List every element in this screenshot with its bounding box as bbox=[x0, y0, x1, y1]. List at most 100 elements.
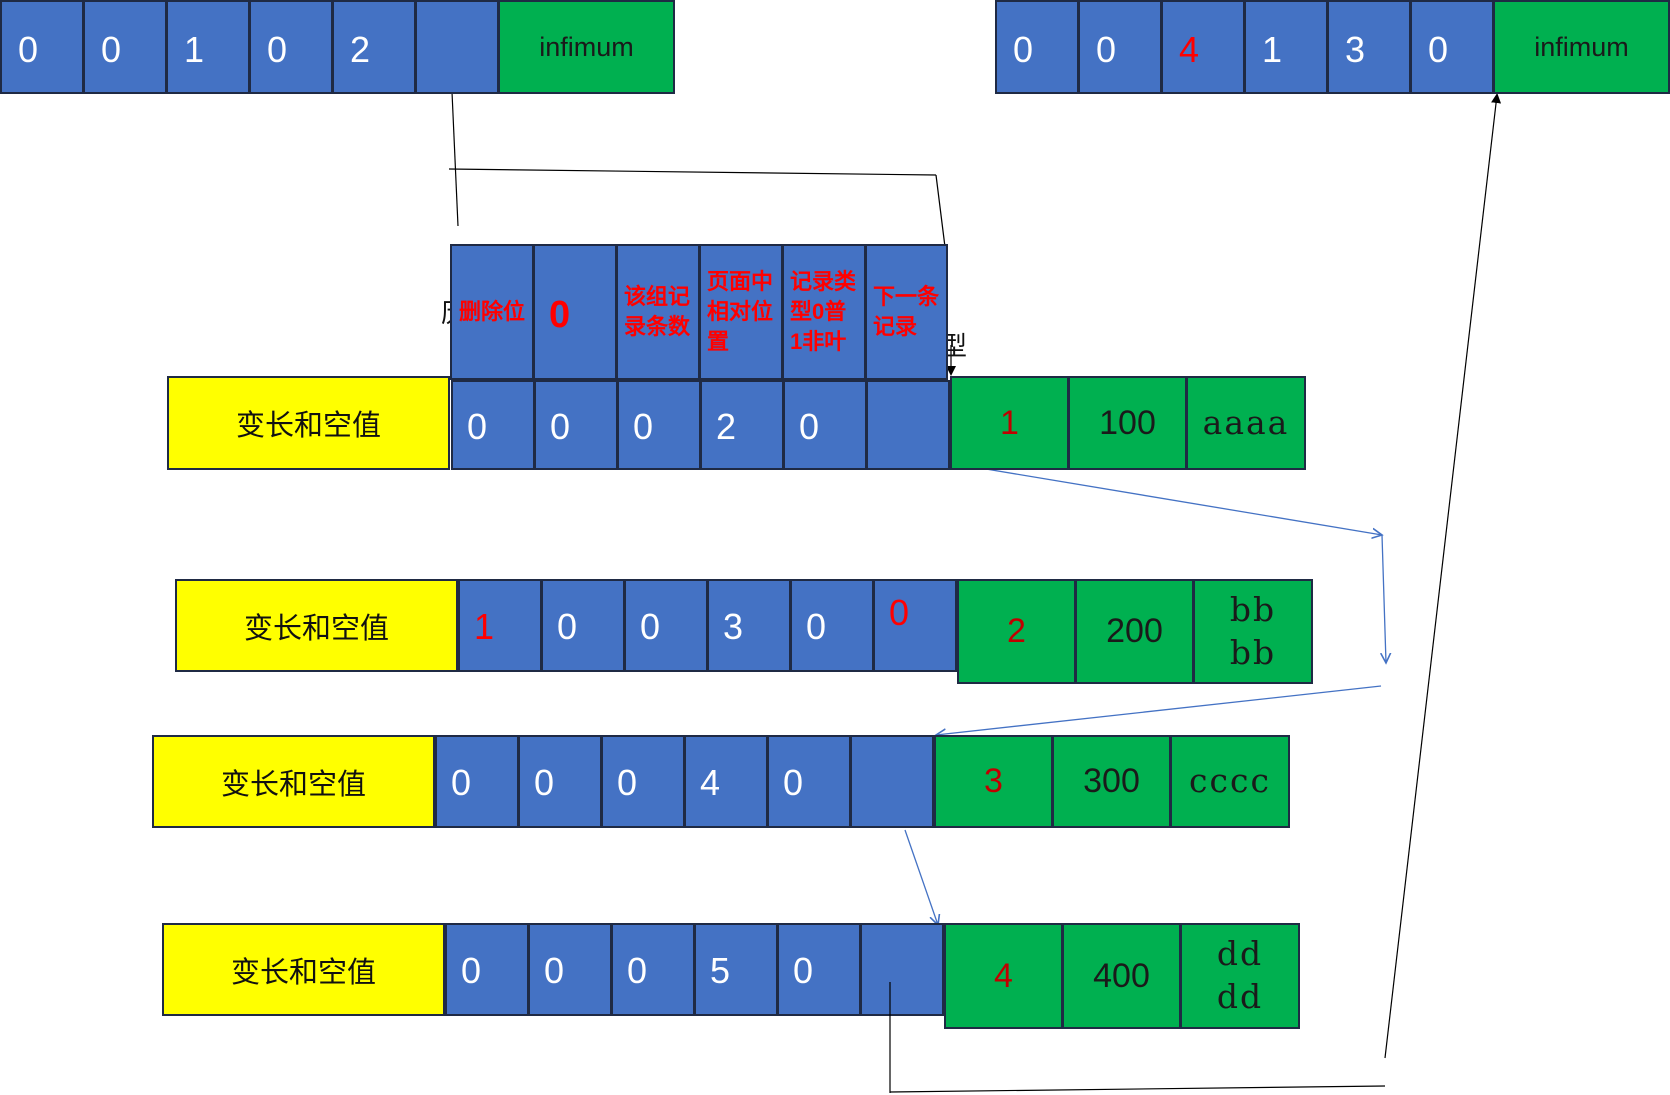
bracket-line-left bbox=[451, 91, 459, 227]
record-2-content: bbbb bbox=[1193, 579, 1313, 684]
record-3-cell-1-value: 0 bbox=[534, 762, 555, 803]
record-1-content: aaaa bbox=[1186, 376, 1306, 470]
header-group-count: 该组记录条数 bbox=[616, 244, 700, 380]
top-right-cell-3-value: 1 bbox=[1262, 29, 1283, 70]
record-2-number-value: 2 bbox=[1007, 612, 1026, 650]
record-3-cell-5 bbox=[850, 735, 934, 828]
record-2-cell-3-value: 3 bbox=[723, 606, 744, 647]
top-left-cell-3: 0 bbox=[249, 0, 333, 94]
record-1-cell-0-value: 0 bbox=[467, 406, 488, 447]
record-2-cell-2-value: 0 bbox=[640, 606, 661, 647]
record-4-cell-4: 0 bbox=[777, 923, 861, 1016]
record-4-cell-2-value: 0 bbox=[627, 950, 648, 991]
return-line-up bbox=[1384, 93, 1502, 1059]
record-1-number-value: 1 bbox=[1000, 403, 1019, 442]
record-4-cell-3: 5 bbox=[694, 923, 778, 1016]
record-3-number: 3 bbox=[934, 735, 1053, 828]
top-left-cell-1-value: 0 bbox=[101, 29, 122, 70]
header-zero-cell: 0 bbox=[533, 244, 617, 380]
record-1-id-value: 100 bbox=[1099, 403, 1156, 442]
record-1-id: 100 bbox=[1068, 376, 1187, 470]
record-2-cell-3: 3 bbox=[707, 579, 791, 672]
record-2-id: 200 bbox=[1075, 579, 1194, 684]
record-1-cell-2: 0 bbox=[617, 380, 701, 470]
header-delete-flag: 删除位 bbox=[450, 244, 534, 380]
record-1-cell-3-value: 2 bbox=[716, 406, 737, 447]
next-record-arrow-2 bbox=[1382, 534, 1386, 663]
top-left-cell-4: 2 bbox=[332, 0, 416, 94]
record-4-prefix: 变长和空值 bbox=[162, 923, 445, 1016]
top-right-cell-2-value: 4 bbox=[1179, 29, 1200, 70]
record-3-cell-4: 0 bbox=[767, 735, 851, 828]
header-zero-value: 0 bbox=[549, 294, 571, 336]
record-4-cell-5 bbox=[860, 923, 944, 1016]
record-2-cell-5-value: 0 bbox=[889, 592, 910, 633]
top-left-infimum: infimum bbox=[498, 0, 675, 94]
record-3-cell-2: 0 bbox=[601, 735, 685, 828]
record-1-cell-1: 0 bbox=[534, 380, 618, 470]
record-3-cell-2-value: 0 bbox=[617, 762, 638, 803]
header-next-record: 下一条记录 bbox=[865, 244, 948, 380]
header-heap-position: 页面中相对位置 bbox=[699, 244, 783, 380]
record-1-cell-3: 2 bbox=[700, 380, 784, 470]
record-2-prefix: 变长和空值 bbox=[175, 579, 458, 672]
top-left-cell-0: 0 bbox=[0, 0, 84, 94]
bracket-line-right bbox=[935, 174, 947, 256]
record-1-cell-0: 0 bbox=[451, 380, 535, 470]
top-right-cell-1: 0 bbox=[1078, 0, 1162, 94]
next-record-arrow-3 bbox=[936, 685, 1382, 735]
header-group-count-label: 该组记录条数 bbox=[624, 284, 691, 339]
record-1-prefix: 变长和空值 bbox=[167, 376, 450, 470]
top-right-infimum-label: infimum bbox=[1534, 31, 1629, 62]
record-3-cell-3-value: 4 bbox=[700, 762, 721, 803]
record-3-number-value: 3 bbox=[984, 762, 1003, 800]
record-1-number: 1 bbox=[950, 376, 1069, 470]
record-3-prefix-label: 变长和空值 bbox=[220, 768, 366, 801]
top-right-cell-4-value: 3 bbox=[1345, 29, 1366, 70]
record-3-id-value: 300 bbox=[1083, 762, 1140, 800]
record-1-cell-4: 0 bbox=[783, 380, 867, 470]
top-right-infimum: infimum bbox=[1493, 0, 1670, 94]
record-4-cell-0: 0 bbox=[445, 923, 529, 1016]
record-3-content: cccc bbox=[1170, 735, 1290, 828]
top-left-cell-3-value: 0 bbox=[267, 29, 288, 70]
top-right-cell-5: 0 bbox=[1410, 0, 1494, 94]
record-2-cell-4-value: 0 bbox=[806, 606, 827, 647]
record-4-cell-1: 0 bbox=[528, 923, 612, 1016]
record-2-cell-0: 1 bbox=[458, 579, 542, 672]
record-4-cell-4-value: 0 bbox=[793, 950, 814, 991]
top-left-cell-0-value: 0 bbox=[18, 29, 39, 70]
top-right-cell-1-value: 0 bbox=[1096, 29, 1117, 70]
record-1-cell-2-value: 0 bbox=[633, 406, 654, 447]
record-4-cell-0-value: 0 bbox=[461, 950, 482, 991]
record-1-cell-1-value: 0 bbox=[550, 406, 571, 447]
top-left-cell-4-value: 2 bbox=[350, 29, 371, 70]
top-right-cell-5-value: 0 bbox=[1428, 29, 1449, 70]
top-left-cell-5 bbox=[415, 0, 499, 94]
record-4-content: dddd bbox=[1180, 923, 1300, 1029]
bracket-line-top bbox=[448, 168, 937, 176]
next-record-arrow-4 bbox=[904, 829, 938, 925]
top-right-cell-2: 4 bbox=[1161, 0, 1245, 94]
record-1-content-value: aaaa bbox=[1202, 402, 1290, 442]
header-record-type: 记录类型0普1非叶 bbox=[782, 244, 866, 380]
record-4-id: 400 bbox=[1062, 923, 1181, 1029]
top-right-cell-3: 1 bbox=[1244, 0, 1328, 94]
record-2-cell-4: 0 bbox=[790, 579, 874, 672]
record-3-cell-0-value: 0 bbox=[451, 762, 472, 803]
record-3-cell-4-value: 0 bbox=[783, 762, 804, 803]
record-4-cell-1-value: 0 bbox=[544, 950, 565, 991]
top-right-cell-0: 0 bbox=[995, 0, 1079, 94]
record-2-cell-1-value: 0 bbox=[557, 606, 578, 647]
top-right-cell-4: 3 bbox=[1327, 0, 1411, 94]
record-4-cell-3-value: 5 bbox=[710, 950, 731, 991]
record-3-cell-0: 0 bbox=[435, 735, 519, 828]
record-4-cell-2: 0 bbox=[611, 923, 695, 1016]
record-1-cell-4-value: 0 bbox=[799, 406, 820, 447]
record-2-cell-2: 0 bbox=[624, 579, 708, 672]
top-left-cell-1: 0 bbox=[83, 0, 167, 94]
record-2-cell-1: 0 bbox=[541, 579, 625, 672]
record-2-content-value: bbbb bbox=[1229, 589, 1277, 672]
